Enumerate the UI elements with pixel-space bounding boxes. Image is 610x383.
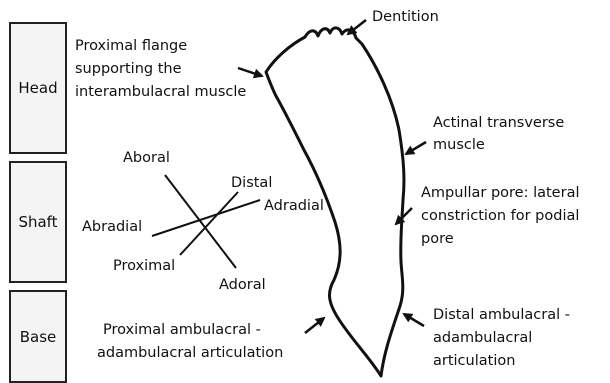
compass-label-adradial: Adradial xyxy=(264,196,324,216)
compass-label-distal: Distal xyxy=(231,173,272,193)
compass-label-proximal: Proximal xyxy=(113,256,175,276)
arrow-dentition xyxy=(348,20,366,34)
compass-label-abradial: Abradial xyxy=(82,217,142,237)
label-proximal-articulation-2: adambulacral articulation xyxy=(97,343,283,363)
arrow-proximal-flange xyxy=(238,68,262,76)
label-distal-articulation-2: adambulacral xyxy=(433,328,532,348)
label-ampullar-pore-3: pore xyxy=(421,229,454,249)
compass-label-adoral: Adoral xyxy=(219,275,266,295)
compass-label-aboral: Aboral xyxy=(123,148,170,168)
label-actinal-transverse-2: muscle xyxy=(433,135,485,155)
compass-axis-abradial-adradial xyxy=(152,200,260,236)
label-distal-articulation-1: Distal ambulacral - xyxy=(433,305,570,325)
label-proximal-flange-3: interambulacral muscle xyxy=(75,82,246,102)
arrow-distal-articulation xyxy=(404,314,424,326)
label-proximal-flange-1: Proximal flange xyxy=(75,36,187,56)
arrow-proximal-articulation xyxy=(305,318,324,333)
label-ampullar-pore-1: Ampullar pore: lateral xyxy=(421,183,579,203)
label-dentition: Dentition xyxy=(372,7,439,27)
label-proximal-articulation-1: Proximal ambulacral - xyxy=(103,320,261,340)
label-ampullar-pore-2: constriction for podial xyxy=(421,206,579,226)
label-proximal-flange-2: supporting the xyxy=(75,59,182,79)
label-actinal-transverse-1: Actinal transverse xyxy=(433,113,564,133)
arrow-actinal-transverse xyxy=(406,142,426,154)
label-distal-articulation-3: articulation xyxy=(433,351,515,371)
compass-axis-aboral-adoral xyxy=(165,175,236,268)
